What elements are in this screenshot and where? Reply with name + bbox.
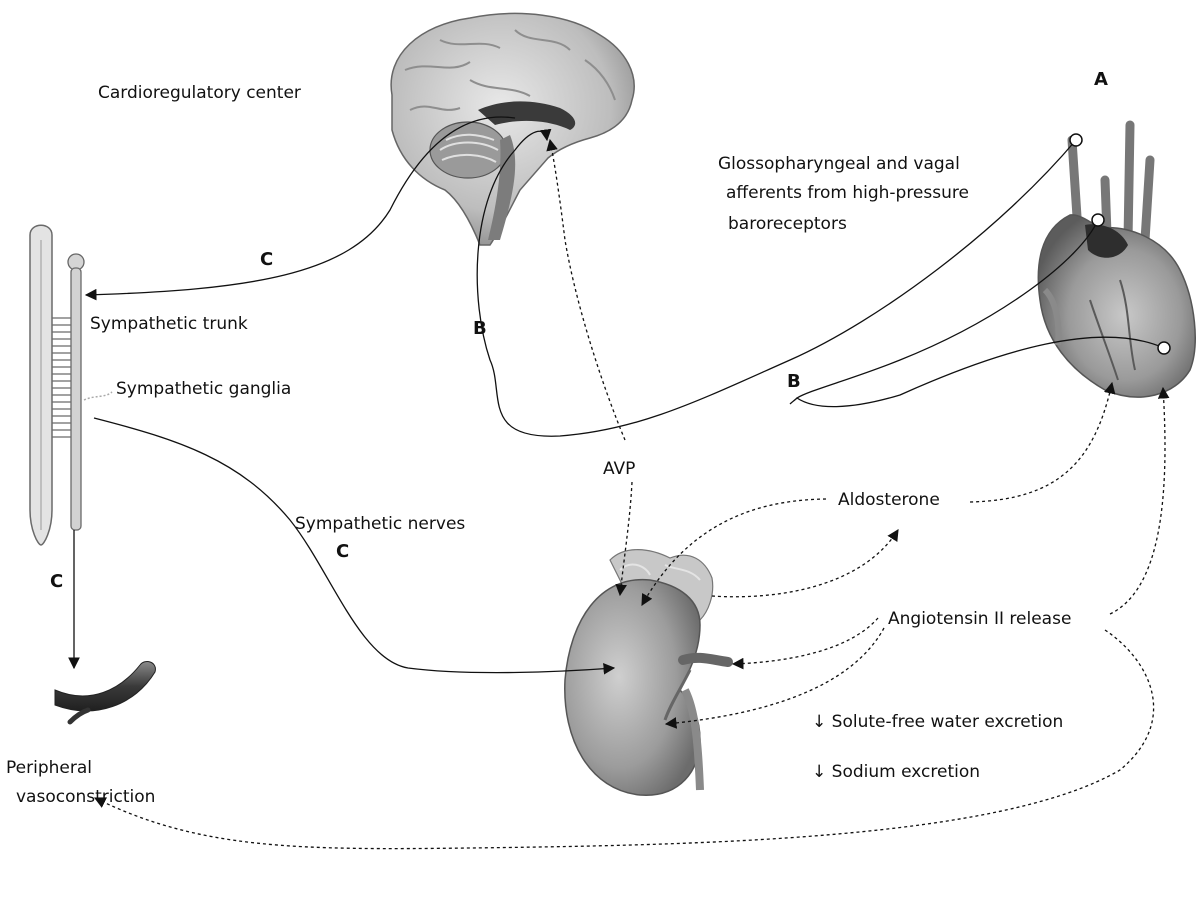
sodium-excretion-label: Sodium excretion — [832, 762, 980, 782]
peripheral-label-line1: Peripheral — [6, 757, 92, 779]
aldosterone-label: Aldosterone — [838, 489, 940, 511]
sympathetic-ganglia-label: Sympathetic ganglia — [116, 378, 291, 400]
baroreceptor-aortic — [1092, 214, 1104, 226]
brain-illustration — [391, 13, 634, 245]
down-arrow-icon: ↓ — [812, 712, 826, 732]
aldosterone-to-heart-arrow — [970, 383, 1112, 502]
sympathetic-nerves-label: Sympathetic nerves — [295, 513, 465, 535]
angiotensin-to-vessel-arrow — [733, 618, 878, 664]
marker-b-nerve: B — [787, 371, 801, 393]
afferents-label-line1: Glossopharyngeal and vagal — [718, 153, 960, 175]
cardioregulatory-center-label: Cardioregulatory center — [98, 82, 301, 104]
adrenal-to-aldosterone-arrow — [712, 530, 898, 597]
heart-illustration — [1038, 125, 1195, 397]
marker-c-vessel: C — [50, 571, 63, 593]
afferent-a-to-brain-arrow — [477, 131, 1076, 436]
down-arrow-icon: ↓ — [812, 762, 826, 782]
kidney-illustration — [565, 550, 728, 796]
afferents-label-line3: baroreceptors — [728, 213, 847, 235]
marker-b-brain: B — [473, 318, 487, 340]
sympathetic-nerves-to-kidney-arrow — [94, 418, 614, 673]
water-excretion-label: Solute-free water excretion — [832, 712, 1064, 732]
marker-c-trunk: C — [260, 249, 273, 271]
sodium-excretion-row: ↓ Sodium excretion — [812, 761, 980, 783]
avp-label: AVP — [603, 458, 635, 480]
peripheral-label-line2: vasoconstriction — [16, 786, 155, 808]
afferents-label-line2: afferents from high-pressure — [726, 182, 969, 204]
baroreceptor-ventricle — [1158, 342, 1170, 354]
water-excretion-row: ↓ Solute-free water excretion — [812, 711, 1063, 733]
marker-a: A — [1094, 69, 1108, 91]
sympathetic-trunk-label: Sympathetic trunk — [90, 313, 248, 335]
avp-to-brain-arrow — [550, 140, 625, 440]
angiotensin-label: Angiotensin II release — [888, 608, 1071, 630]
blood-vessel-illustration — [55, 661, 155, 722]
marker-c-nerves: C — [336, 541, 349, 563]
spinal-cord-illustration — [30, 225, 112, 545]
angiotensin-to-heart-arrow — [1110, 388, 1165, 614]
baroreceptor-carotid — [1070, 134, 1082, 146]
